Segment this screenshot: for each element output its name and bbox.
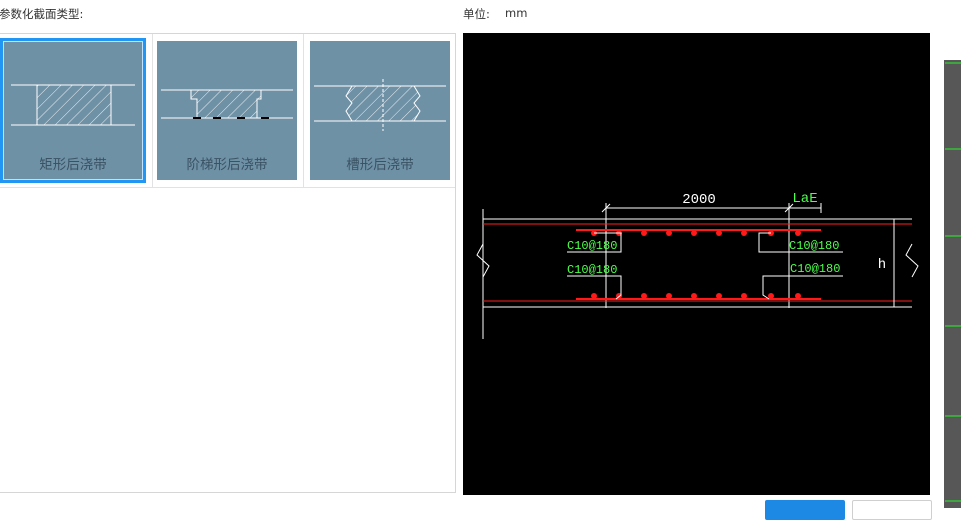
post-pour-strip-drawing: 2000 LaE h <box>476 191 919 339</box>
strip-marker <box>945 415 961 417</box>
section-type-rectangle[interactable]: 矩形后浇带 <box>0 38 146 183</box>
stepped-section-thumbnail <box>161 89 293 119</box>
bottom-rebar-dots <box>591 293 801 299</box>
rebar-label-bottom-left: C10@180 <box>567 263 617 277</box>
confirm-button[interactable] <box>765 500 845 520</box>
height-label: h <box>878 257 886 273</box>
section-type-label: 参数化截面类型: <box>0 7 84 21</box>
rebar-label-bottom-right: C10@180 <box>790 262 840 276</box>
rebar-label-top-left: C10@180 <box>567 239 617 253</box>
lae-label: LaE <box>792 191 817 207</box>
strip-marker <box>945 500 961 502</box>
section-type-row: 矩形后浇带 阶梯形后浇带 <box>0 34 455 188</box>
unit-value: mm <box>505 6 528 20</box>
strip-marker <box>945 235 961 237</box>
section-type-name: 阶梯形后浇带 <box>186 157 268 173</box>
strip-marker <box>945 62 961 64</box>
rebar-label-top-right: C10@180 <box>789 239 839 253</box>
section-type-groove[interactable]: 槽形后浇带 <box>310 41 450 180</box>
cancel-button[interactable] <box>852 500 932 520</box>
width-dimension-text: 2000 <box>682 192 716 208</box>
unit-label: 单位: <box>463 7 490 21</box>
section-type-stepped[interactable]: 阶梯形后浇带 <box>157 41 297 180</box>
section-type-panel: 矩形后浇带 阶梯形后浇带 <box>0 33 456 493</box>
background-window-panel <box>944 60 961 508</box>
strip-marker <box>945 148 961 150</box>
strip-marker <box>945 325 961 327</box>
section-drawing-canvas: 2000 LaE h <box>463 33 930 495</box>
divider <box>303 34 304 187</box>
divider <box>152 34 153 187</box>
groove-section-thumbnail <box>314 79 446 131</box>
section-type-name: 矩形后浇带 <box>39 157 107 173</box>
rectangle-section-thumbnail <box>11 84 135 126</box>
section-type-name: 槽形后浇带 <box>346 157 414 173</box>
